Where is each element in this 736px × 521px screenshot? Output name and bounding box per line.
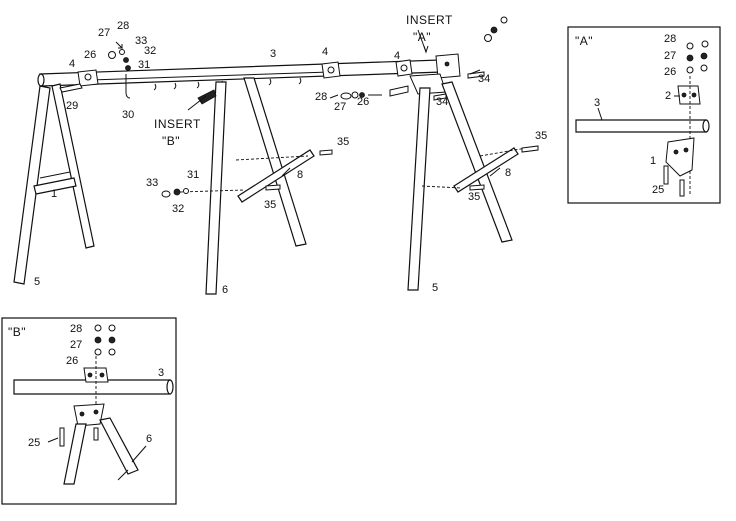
corner-bracket-a	[409, 53, 461, 95]
inset-b-part-27: 27	[70, 339, 82, 351]
inset-a-title: "A"	[575, 34, 593, 48]
right-a-frame	[407, 81, 527, 291]
hardware-29	[59, 83, 83, 93]
inset-b: "B" 28 27 26 3 25 6	[1, 317, 177, 505]
hardware-insert-b	[187, 89, 217, 111]
part-32-label: 32	[144, 45, 156, 57]
insert-b-letter: "B"	[162, 134, 180, 148]
hardware-left-top	[108, 41, 131, 99]
bracket-4-right	[395, 59, 413, 77]
inset-a-part-25: 25	[652, 184, 664, 196]
part-4-label: 4	[322, 46, 328, 58]
part-26-label: 26	[357, 96, 369, 108]
part-3-label: 3	[270, 48, 276, 60]
inset-a: "A" 28 27 26 3 2 1 25	[567, 26, 721, 204]
inset-b-part-25: 25	[28, 437, 40, 449]
hardware-bolts-35	[265, 145, 539, 191]
leader-lines	[281, 29, 501, 177]
part-35-label: 35	[535, 130, 547, 142]
insert-a-callout: INSERT "A"	[406, 13, 453, 44]
part-5-label: 5	[34, 276, 40, 288]
inset-a-part-3: 3	[594, 97, 600, 109]
left-a-frame	[13, 83, 95, 285]
inset-b-title: "B"	[8, 325, 26, 339]
inset-a-frame	[567, 26, 721, 204]
part-29-label: 29	[66, 100, 78, 112]
middle-a-frame	[179, 77, 315, 295]
part-27-label: 27	[334, 101, 346, 113]
inset-a-part-27: 27	[664, 50, 676, 62]
inset-b-part-3: 3	[158, 367, 164, 379]
part-31-label: 31	[138, 59, 150, 71]
part-28-label: 28	[117, 20, 129, 32]
part-30-label: 30	[122, 109, 134, 121]
part-5-label: 5	[432, 282, 438, 294]
part-1-label: 1	[51, 188, 57, 200]
hardware-insert-a	[433, 16, 508, 101]
part-27-label: 27	[98, 27, 110, 39]
insert-a-letter: "A"	[413, 30, 431, 44]
part-34-label: 34	[478, 73, 490, 85]
part-4-label: 4	[69, 58, 75, 70]
inset-b-part-28: 28	[70, 323, 82, 335]
part-4-label: 4	[394, 50, 400, 62]
part-8-label: 8	[297, 169, 303, 181]
part-35-label: 35	[264, 199, 276, 211]
inset-b-part-6: 6	[146, 433, 152, 445]
part-6-label: 6	[222, 284, 228, 296]
inset-a-part-1: 1	[650, 155, 656, 167]
main-part-labels: 27 28 33 26 32 4 31 3 4 4 29 30 34 34 28…	[34, 20, 547, 296]
bracket-4-left	[77, 69, 99, 87]
part-33-label: 33	[146, 177, 158, 189]
part-32-label: 32	[172, 203, 184, 215]
part-8-label: 8	[505, 167, 511, 179]
part-33-label: 33	[135, 35, 147, 47]
insert-b-word: INSERT	[154, 117, 201, 131]
part-28-label: 28	[315, 91, 327, 103]
part-35-label: 35	[468, 191, 480, 203]
insert-a-word: INSERT	[406, 13, 453, 27]
hardware-middle-right	[340, 85, 409, 100]
part-35-label: 35	[337, 136, 349, 148]
inset-a-part-26: 26	[664, 66, 676, 78]
bracket-4-middle	[321, 61, 341, 79]
inset-b-part-26: 26	[66, 355, 78, 367]
part-34-label: 34	[436, 96, 448, 108]
top-beam	[37, 59, 443, 87]
insert-b-callout: INSERT "B"	[154, 117, 201, 148]
part-31-label: 31	[187, 169, 199, 181]
part-26-label: 26	[84, 49, 96, 61]
hardware-left-middle	[161, 188, 189, 198]
inset-a-part-2: 2	[665, 90, 671, 102]
inset-a-part-28: 28	[664, 33, 676, 45]
